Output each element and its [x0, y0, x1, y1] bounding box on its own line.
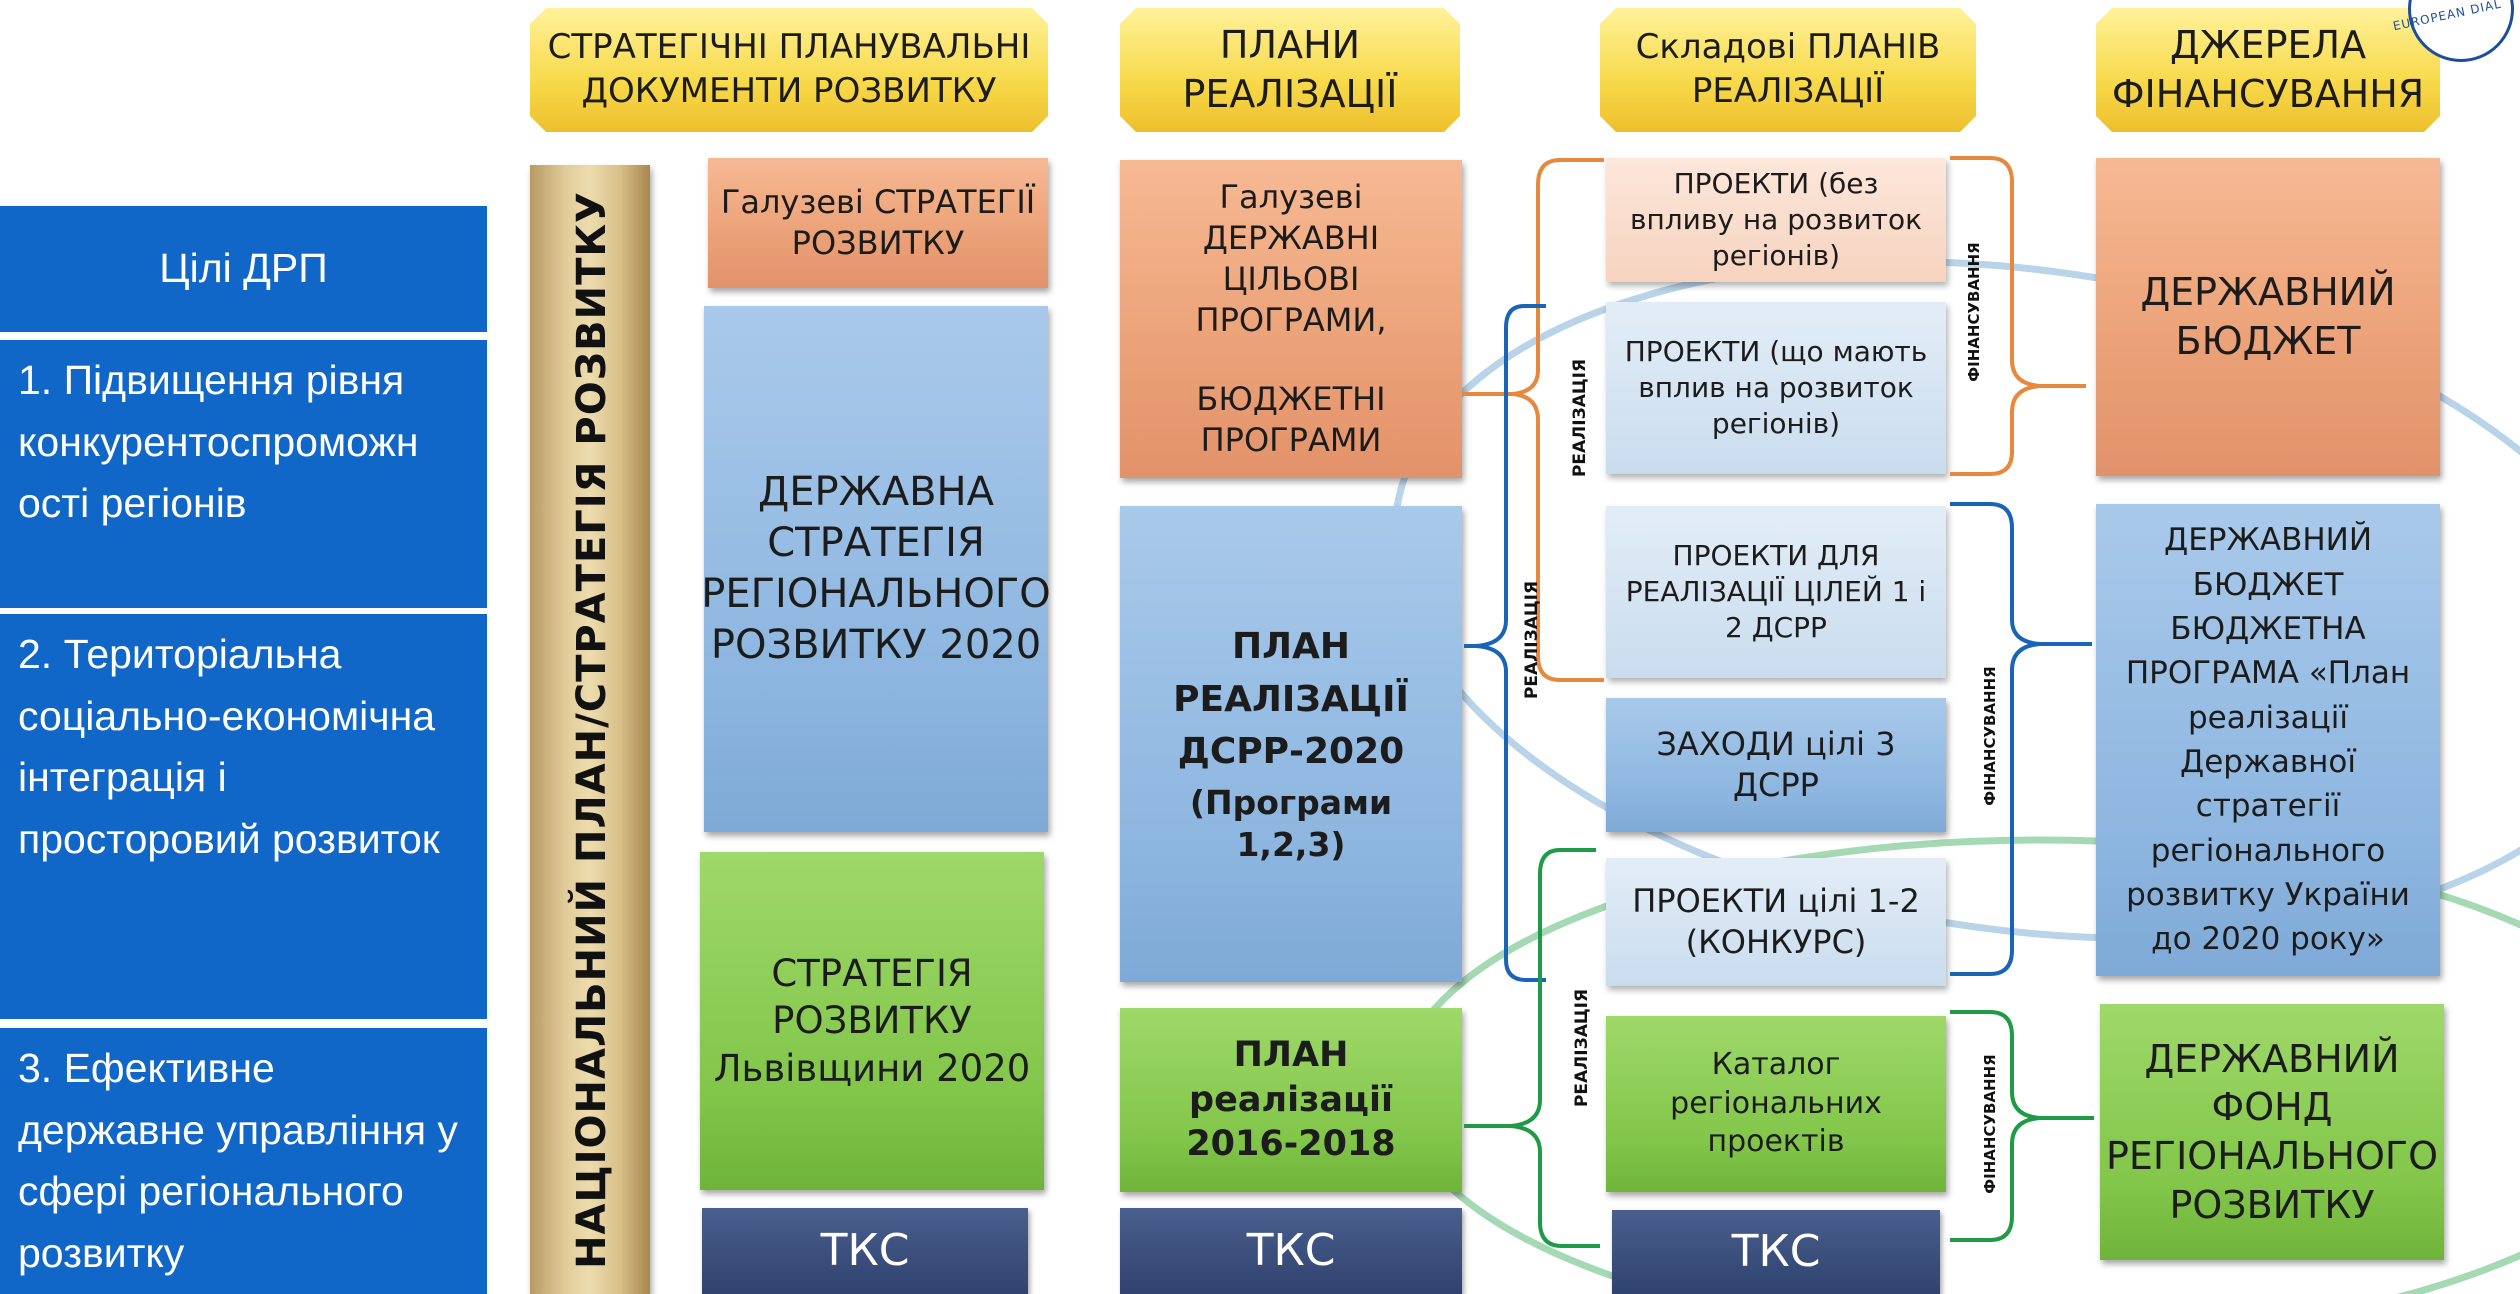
blue-financing-bracket: [1950, 502, 2092, 976]
orange-realization-bracket: [1462, 158, 1604, 682]
dsrr-plan-box: ПЛАН РЕАЛІЗАЦІЇ ДСРР-2020 (Програми 1,2,…: [1120, 506, 1462, 982]
realization-label-blue: РЕАЛІЗАЦІЯ: [1522, 580, 1542, 700]
sectoral-strategies-box: Галузеві СТРАТЕГІЇ РОЗВИТКУ: [708, 158, 1048, 288]
dsrr-strategy-box: ДЕРЖАВНА СТРАТЕГІЯ РЕГІОНАЛЬНОГО РОЗВИТК…: [701, 306, 1051, 832]
state-budget-box: ДЕРЖАВНИЙ БЮДЖЕТ: [2096, 158, 2440, 476]
target-programs-box: Галузеві ДЕРЖАВНІ ЦІЛЬОВІ ПРОГРАМИ, БЮДЖ…: [1120, 160, 1462, 478]
goal-2: 2. Територіальна соціально-економічна ін…: [0, 614, 487, 1019]
green-realization-bracket: [1464, 848, 1600, 1248]
tks-plans-box: ТКС: [1120, 1208, 1462, 1294]
header-implementation-plans: ПЛАНИ РЕАЛІЗАЦІЇ: [1120, 8, 1460, 132]
financing-label-green: ФІНАНСУВАННЯ: [1981, 1054, 1999, 1194]
financing-label-orange: ФІНАНСУВАННЯ: [1965, 242, 1983, 382]
national-plan-bar: [530, 165, 650, 1294]
projects-no-impact-box: ПРОЕКТИ (без впливу на розвиток регіонів…: [1606, 158, 1946, 282]
projects-goals-1-2-box: ПРОЕКТИ ДЛЯ РЕАЛІЗАЦІЇ ЦІЛЕЙ 1 і 2 ДСРР: [1606, 506, 1946, 678]
orange-financing-bracket: [1950, 156, 2086, 476]
plan-2016-2018-box: ПЛАН реалізації 2016-2018: [1120, 1008, 1462, 1192]
dsrr-plan-programs-label: (Програми 1,2,3): [1189, 783, 1393, 865]
green-financing-bracket: [1950, 1010, 2094, 1242]
budget-programs-label: БЮДЖЕТНІ ПРОГРАМИ: [1196, 379, 1386, 459]
measures-goal-3-box: ЗАХОДИ цілі 3 ДСРР: [1606, 698, 1946, 832]
header-funding-sources: ДЖЕРЕЛА ФІНАНСУВАННЯ: [2096, 8, 2440, 132]
regional-development-fund-box: ДЕРЖАВНИЙ ФОНД РЕГІОНАЛЬНОГО РОЗВИТКУ: [2100, 1004, 2444, 1260]
target-programs-label: Галузеві ДЕРЖАВНІ ЦІЛЬОВІ ПРОГРАМИ,: [1195, 178, 1387, 339]
financing-label-blue: ФІНАНСУВАННЯ: [1981, 666, 1999, 806]
projects-impact-box: ПРОЕКТИ (що мають вплив на розвиток регі…: [1606, 302, 1946, 474]
dsrr-plan-label: ПЛАН РЕАЛІЗАЦІЇ ДСРР-2020: [1173, 626, 1409, 772]
tks-components-box: ТКС: [1612, 1210, 1940, 1294]
lviv-strategy-box: СТРАТЕГІЯ РОЗВИТКУ Львівщини 2020: [700, 852, 1044, 1190]
realization-label-orange: РЕАЛІЗАЦІЯ: [1570, 358, 1590, 478]
realization-label-green: РЕАЛІЗАЦІЯ: [1572, 988, 1592, 1108]
goal-1: 1. Підвищення рівня конкурентоспроможн о…: [0, 340, 487, 608]
blue-realization-bracket: [1464, 304, 1546, 982]
regional-projects-catalog-box: Каталог регіональних проектів: [1606, 1016, 1946, 1192]
budget-program-box: ДЕРЖАВНИЙ БЮДЖЕТ БЮДЖЕТНА ПРОГРАМА «План…: [2096, 504, 2440, 976]
goals-title: Цілі ДРП: [0, 206, 487, 332]
header-strategic-documents: СТРАТЕГІЧНІ ПЛАНУВАЛЬНІ ДОКУМЕНТИ РОЗВИТ…: [530, 8, 1048, 132]
goal-3: 3. Ефективне державне управління у сфері…: [0, 1028, 487, 1294]
header-plan-components: Складові ПЛАНІВ РЕАЛІЗАЦІЇ: [1600, 8, 1976, 132]
tks-strategy-box: ТКС: [702, 1208, 1028, 1294]
projects-contest-box: ПРОЕКТИ цілі 1-2 (КОНКУРС): [1606, 858, 1946, 986]
